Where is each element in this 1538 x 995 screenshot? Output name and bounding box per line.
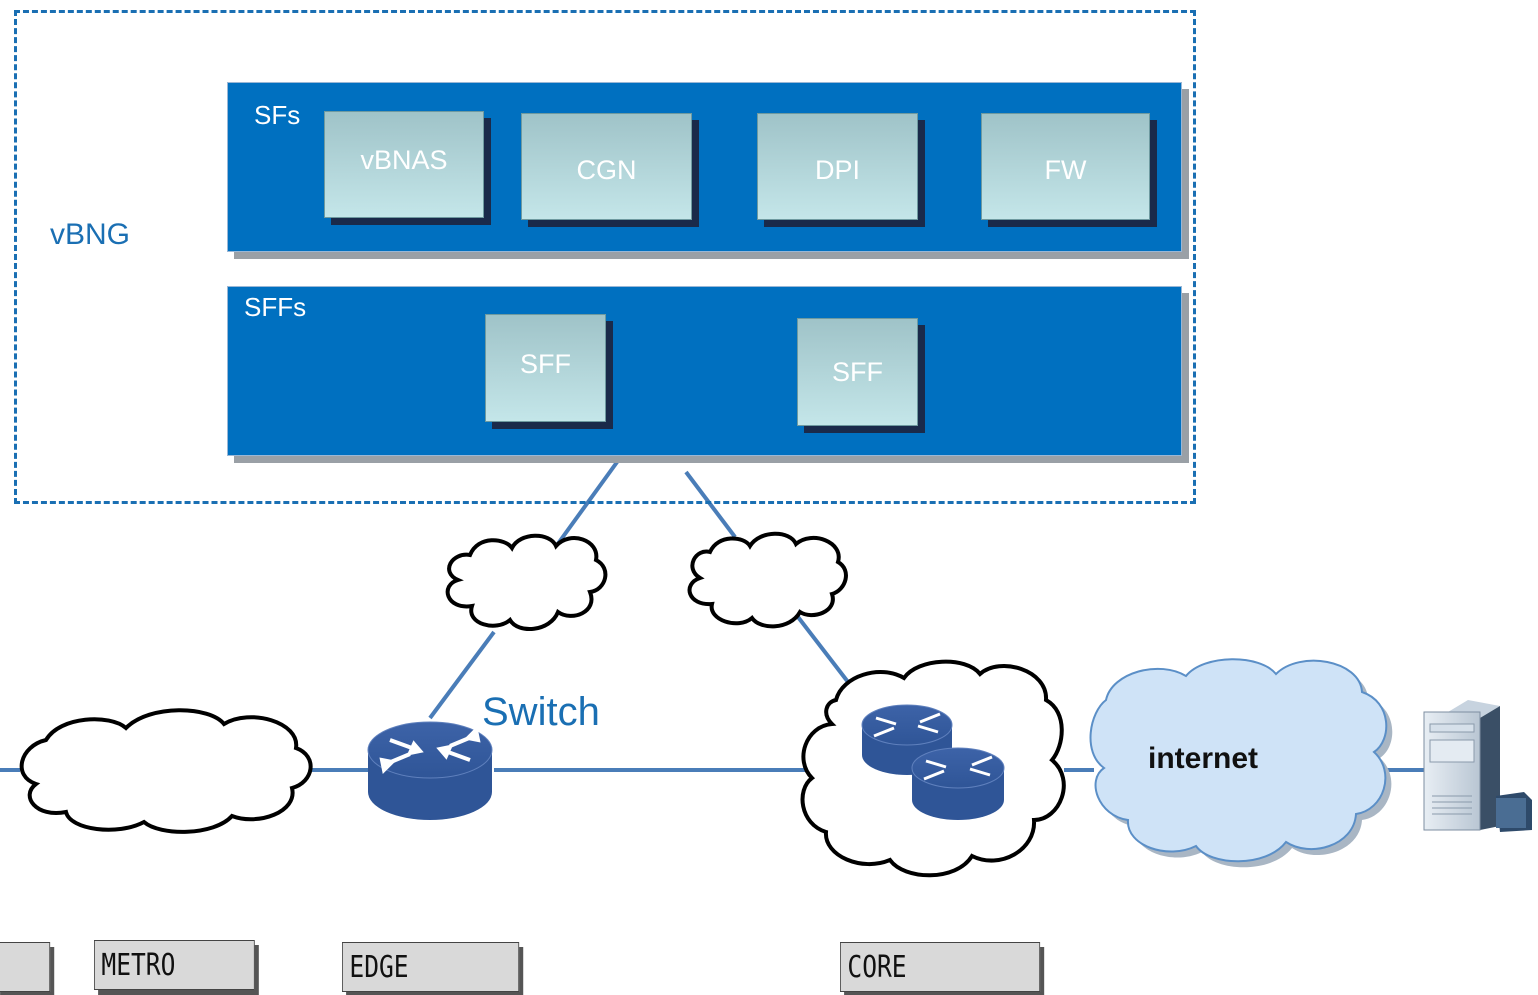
cloud-icon <box>687 531 848 629</box>
zone-box-access <box>0 942 51 992</box>
connection-lines <box>0 456 1428 772</box>
sf-box-dpi: DPI <box>757 113 918 220</box>
sffs-panel <box>227 286 1182 456</box>
switch-label: Switch <box>482 690 600 734</box>
cloud-icon <box>19 708 313 834</box>
server-icon <box>1423 700 1532 832</box>
zone-box-metro: METRO <box>94 940 255 990</box>
sf-box-cgn: CGN <box>521 113 692 220</box>
vbng-group <box>14 10 1196 504</box>
link-cloud-to-core <box>796 615 850 684</box>
sf-box-vbnas: vBNAS <box>324 111 484 218</box>
link-cloud-to-switch <box>428 630 496 720</box>
link-sff-to-cloud-right <box>684 470 737 539</box>
sf-box-fw: FW <box>981 113 1150 220</box>
sfs-panel-label: SFs <box>254 100 301 130</box>
sffs-panel-label: SFFs <box>244 292 307 322</box>
sff-box: SFF <box>485 314 606 422</box>
sff-box: SFF <box>797 318 918 426</box>
router-icon <box>911 747 1005 820</box>
zone-box-core: CORE <box>840 942 1041 992</box>
cloud-icon <box>445 533 608 632</box>
vbng-label: vBNG <box>50 218 131 251</box>
router-icon <box>367 721 493 820</box>
internet-label: internet <box>1148 742 1259 775</box>
zone-box-edge: EDGE <box>342 942 520 992</box>
internet-cloud-icon <box>1089 658 1388 863</box>
